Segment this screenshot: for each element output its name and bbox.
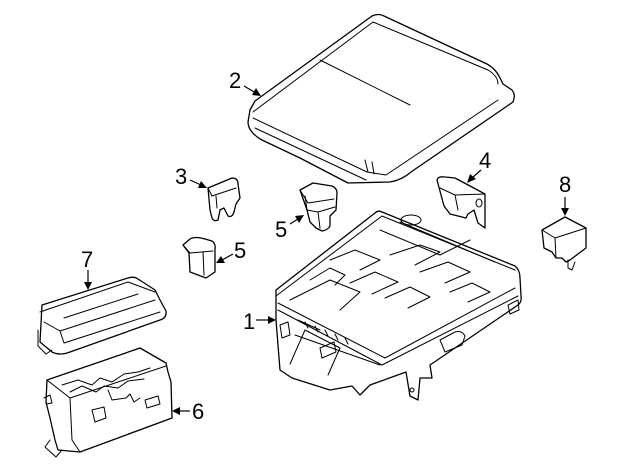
part-3-fuse	[207, 177, 241, 222]
callout-1: 1	[243, 309, 276, 334]
callout-3: 3	[175, 164, 207, 189]
part-6-fuse-block	[43, 347, 173, 458]
callout-label: 1	[243, 309, 255, 334]
part-7-cover	[37, 276, 167, 355]
callout-4: 4	[467, 148, 491, 183]
callout-label: 2	[229, 68, 241, 93]
callout-2: 2	[229, 68, 261, 96]
part-8-relay	[541, 216, 587, 271]
part-1-junction-box	[275, 210, 522, 401]
part-2-cover	[247, 13, 515, 184]
callout-label: 5	[234, 238, 246, 263]
callout-5-upper: 5	[275, 215, 304, 242]
callout-6: 6	[172, 399, 204, 424]
callout-label: 8	[559, 172, 571, 197]
callout-label: 4	[479, 148, 491, 173]
callout-label: 5	[275, 217, 287, 242]
callout-8: 8	[559, 172, 571, 216]
part-5-fuse-upper	[299, 182, 338, 232]
part-5-fuse-lower	[182, 236, 216, 279]
callout-label: 6	[192, 399, 204, 424]
callout-label: 3	[175, 164, 187, 189]
part-4-bracket	[436, 176, 486, 229]
callout-5-lower: 5	[216, 238, 246, 263]
callout-label: 7	[81, 247, 93, 272]
callout-7: 7	[81, 247, 93, 290]
